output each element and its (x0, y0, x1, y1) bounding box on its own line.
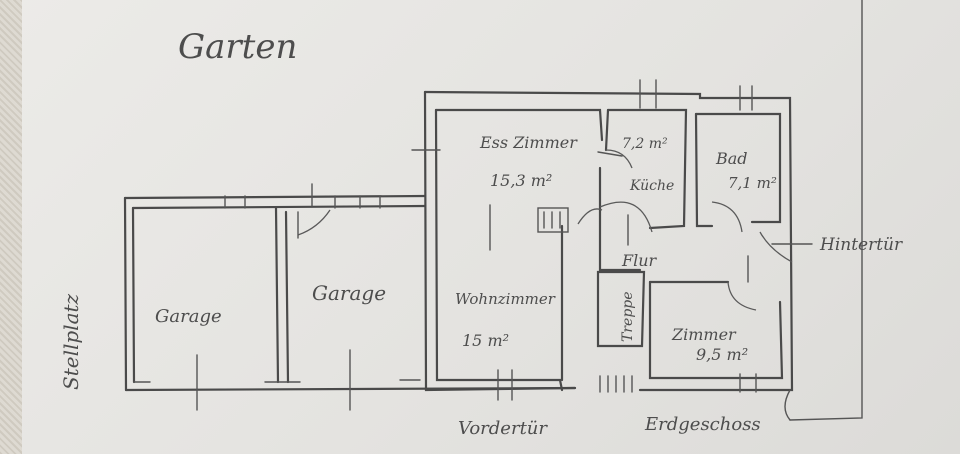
dining-inner-top-wall (434, 108, 604, 142)
lower-right-curve (784, 389, 791, 421)
garage-left-wall-outer (123, 196, 128, 392)
bath-left-wall (694, 112, 714, 228)
label-dining-room: Ess Zimmer (479, 133, 578, 152)
garage-divider-wall (274, 206, 280, 384)
chimney-hatch (543, 211, 561, 229)
paper-margin-line (789, 0, 863, 421)
stairs-front-marks (599, 375, 633, 393)
bath-door-swing (711, 201, 743, 233)
kitchen-door-swing (605, 149, 633, 169)
label-floor-name: Erdgeschoss (644, 414, 761, 435)
house-outer-wall (423, 90, 794, 392)
hall-door-leaves (489, 204, 629, 251)
room-walls (648, 280, 784, 393)
room-door-swing (727, 281, 757, 311)
hall-door-swing-2 (577, 208, 603, 225)
kitchen-wall (606, 108, 688, 230)
garage-door-marks (133, 379, 421, 383)
hall-door-swing-1 (599, 201, 653, 233)
kitchen-door-leaf (597, 151, 623, 157)
stairs-outline (596, 270, 646, 348)
garage-door-swing (297, 209, 331, 236)
garage-door-leaf (297, 183, 313, 239)
garage-top-wall-inner (131, 204, 427, 210)
kitchen-walls (597, 108, 688, 230)
label-stairs: Treppe (620, 291, 636, 342)
garage-top-wall-outer (123, 194, 427, 200)
garage-divider-wall-2 (284, 210, 290, 384)
front-window-marks (497, 369, 513, 401)
label-garage-left: Garage (155, 306, 222, 327)
stairs-block (596, 270, 646, 393)
label-bath-area: 7,1 m² (728, 174, 777, 192)
chimney (537, 207, 569, 233)
label-front-door: Vordertür (458, 418, 548, 439)
label-parking: Stellplatz (59, 293, 83, 390)
room-window-marks (739, 373, 757, 393)
label-bath: Bad (715, 149, 748, 168)
hall-walls (489, 166, 813, 382)
label-hallway: Flur (621, 251, 658, 270)
label-room-area: 9,5 m² (696, 345, 748, 364)
garage-door-ticks (196, 349, 351, 411)
garage-block (123, 183, 577, 411)
label-garage-right: Garage (312, 281, 386, 305)
kitchen-left-wall (604, 108, 610, 152)
back-door-swing (759, 231, 793, 263)
label-garden: Garten (178, 27, 297, 67)
garage-left-wall-inner (131, 206, 136, 384)
label-dining-area: 15,3 m² (490, 171, 552, 190)
label-kitchen: Küche (629, 178, 674, 194)
label-room: Zimmer (671, 325, 737, 344)
label-back-door: Hintertür (819, 235, 903, 255)
hall-left-wall (598, 166, 642, 272)
label-kitchen-area: 7,2 m² (622, 136, 668, 152)
table-surface (0, 0, 22, 454)
bath-walls (694, 112, 782, 233)
house-left-outer-wall (423, 90, 577, 392)
room-inner-wall (648, 280, 784, 380)
garage-window-marks (224, 195, 381, 209)
label-living-room: Wohnzimmer (455, 290, 556, 308)
label-living-area: 15 m² (462, 331, 509, 350)
top-window-marks (639, 79, 753, 111)
bath-wall (694, 112, 782, 224)
